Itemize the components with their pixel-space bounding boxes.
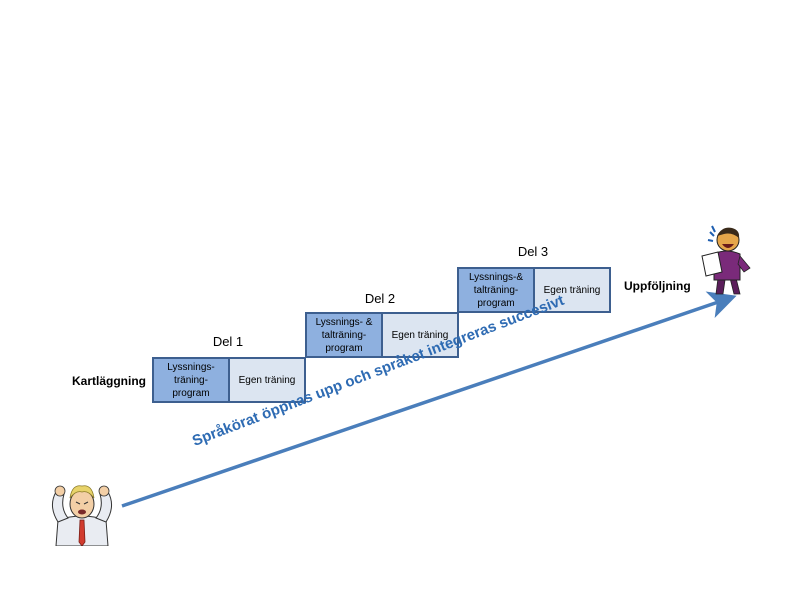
part-2-program-text: Lyssnings- & talträning- program — [315, 316, 373, 354]
part-2-self-training-box: Egen träning — [383, 312, 459, 358]
happy-reading-person-icon — [701, 225, 751, 295]
progress-arrow-line — [121, 291, 737, 508]
start-stage-label: Kartläggning — [72, 374, 146, 388]
part-3-label: Del 3 — [517, 244, 549, 259]
part-2-program-box: Lyssnings- & talträning- program — [305, 312, 383, 358]
part-3-self-training-text: Egen träning — [543, 284, 601, 296]
part-1-self-training-box: Egen träning — [230, 357, 306, 403]
stressed-person-icon — [52, 485, 112, 546]
part-3-program-box: Lyssnings-& talträning- program — [457, 267, 535, 313]
part-2-label: Del 2 — [364, 291, 396, 306]
part-3-program-text: Lyssnings-& talträning- program — [468, 271, 524, 309]
part-1-label: Del 1 — [212, 334, 244, 349]
part-1-program-text: Lyssnings- träning- program — [167, 361, 215, 399]
part-3-self-training-box: Egen träning — [535, 267, 611, 313]
end-stage-label: Uppföljning — [624, 279, 691, 293]
part-2-self-training-text: Egen träning — [391, 329, 449, 341]
part-1-self-training-text: Egen träning — [238, 374, 296, 386]
part-1-program-box: Lyssnings- träning- program — [152, 357, 230, 403]
